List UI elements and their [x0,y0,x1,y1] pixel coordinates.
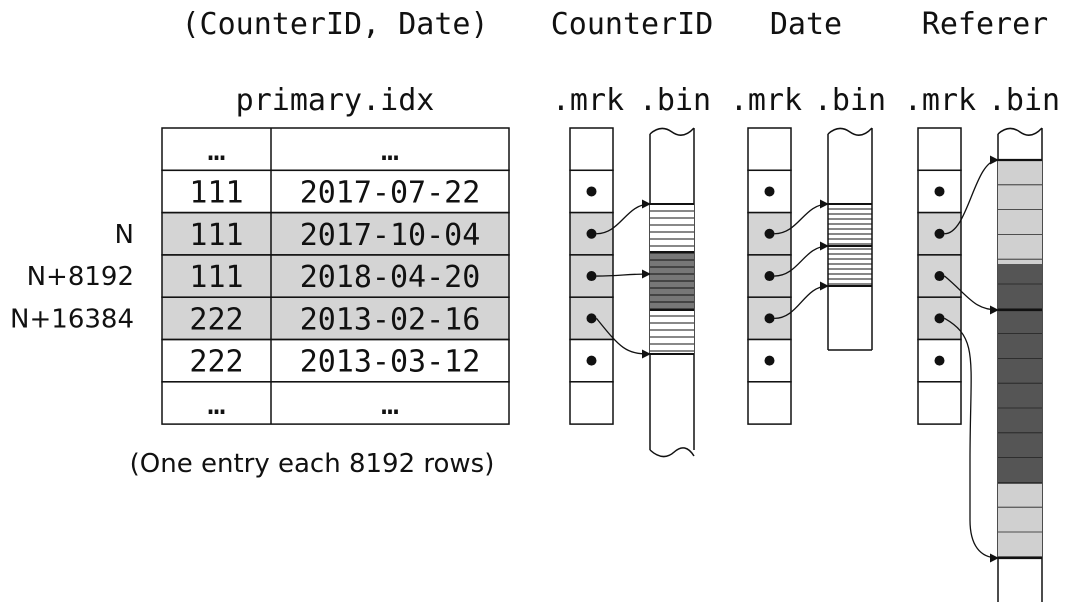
mark-dot [934,355,945,366]
index-cell-date: 2013-02-16 [300,302,481,337]
mark-arrow [944,317,999,563]
granule-block [998,264,1042,484]
mark-arrow [774,199,829,235]
mark-arrow [595,317,651,359]
index-cell-counterid: 111 [189,218,243,253]
mark-dot [586,355,597,366]
referer-bin-label: .bin [988,83,1060,118]
row-offset-label: N+16384 [10,304,134,334]
row-offset-label: N+8192 [27,262,134,292]
bin-files [649,127,1043,602]
column-header-referer: Referer [922,7,1048,42]
index-footnote: (One entry each 8192 rows) [130,449,495,479]
index-cell-date: 2017-10-04 [300,218,481,253]
column-header-counterid: CounterID [551,7,714,42]
index-cell-date: … [381,133,399,168]
primary-index-table: … … 111 2017-07-22 111 2017-10-04 N 111 2018-04-… [10,127,510,425]
date-bin-label: .bin [814,83,886,118]
row-offset-label: N [115,220,134,250]
counterid-bin-torn-top [649,127,695,136]
mark-dot [934,271,945,282]
index-cell-date: 2013-03-12 [300,345,481,380]
index-row-highlight [162,297,509,340]
index-cell-counterid: 222 [189,302,243,337]
mark-arrow [944,275,999,315]
mark-arrow [596,199,651,235]
referer-bin-torn-top [997,127,1043,136]
index-cell-counterid: 222 [189,345,243,380]
mark-dot [586,228,597,239]
index-key-title: (CounterID, Date) [181,7,488,42]
index-row-highlight [162,254,509,298]
mrk-cell [917,127,962,172]
mark-dot [934,228,945,239]
mark-dot [764,271,775,282]
mark-arrow [596,269,651,279]
date-mrk-label: .mrk [730,83,802,118]
mrk-cell [569,381,614,425]
mark-dot [764,186,775,197]
mark-dot [764,355,775,366]
mark-dot [586,271,597,282]
counterid-bin-label: .bin [639,83,711,118]
mrk-cell [917,381,962,425]
counterid-bin-torn-bottom [649,447,695,458]
index-cell-date: … [381,387,399,422]
index-cell-counterid: … [207,387,225,422]
primary-idx-label: primary.idx [236,83,435,118]
granule-block [998,160,1042,264]
mrk-cell [747,127,792,172]
index-row-highlight [162,212,509,255]
mark-arrow [944,155,999,235]
mark-arrows [595,155,999,563]
referer-mrk-label: .mrk [904,83,976,118]
mark-arrow [774,281,829,319]
counterid-mrk-label: .mrk [552,83,624,118]
mark-arrow [774,241,829,277]
column-header-date: Date [770,7,842,42]
mark-dot [586,313,597,324]
date-bin-torn-top [827,127,873,136]
mrk-cell [747,381,792,425]
mrk-cell [569,127,614,172]
index-cell-counterid: 111 [189,175,243,210]
mark-dot [764,313,775,324]
mark-dot [934,313,945,324]
index-row-border [161,381,510,425]
mark-dot [764,228,775,239]
index-cell-counterid: 111 [189,260,243,295]
index-cell-counterid: … [207,133,225,168]
mark-dot [586,186,597,197]
index-cell-date: 2017-07-22 [300,175,481,210]
mark-dot [934,186,945,197]
granule-block [998,484,1042,558]
mark-files [569,127,962,425]
index-cell-date: 2018-04-20 [300,260,481,295]
